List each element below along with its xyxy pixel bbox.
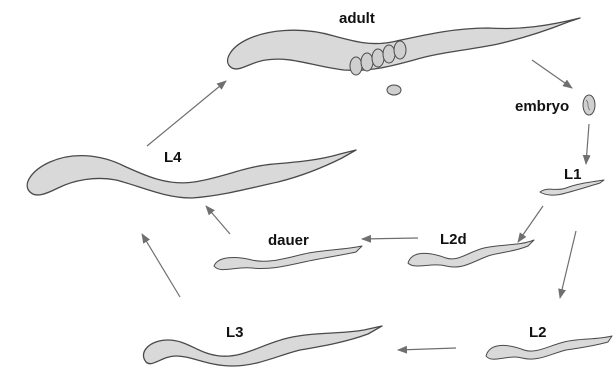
label-embryo: embryo <box>515 98 569 115</box>
l2-worm <box>486 336 612 359</box>
l3-worm <box>143 326 382 366</box>
arrow-dauer-to-l4 <box>206 206 230 234</box>
label-l3: L3 <box>226 324 244 341</box>
arrow-l1-to-l2d <box>518 206 543 242</box>
embryo-egg <box>583 95 595 115</box>
dauer-worm <box>214 246 362 270</box>
arrow-embryo-to-l1 <box>586 124 589 164</box>
released-egg <box>387 85 401 95</box>
arrow-l2d-to-dauer <box>362 238 418 239</box>
label-l2d: L2d <box>440 231 467 248</box>
arrow-adult-to-embryo <box>532 60 572 88</box>
arrow-l3-to-l4 <box>142 234 180 297</box>
label-l4: L4 <box>164 149 182 166</box>
arrow-l1-to-l2 <box>560 231 576 298</box>
arrow-l4-to-adult <box>147 81 226 146</box>
label-dauer: dauer <box>268 232 309 249</box>
label-adult: adult <box>339 10 375 27</box>
l2d-worm <box>408 240 534 267</box>
label-l2: L2 <box>529 324 547 341</box>
adult-worm <box>228 18 580 95</box>
arrow-l2-to-l3 <box>398 348 456 350</box>
label-l1: L1 <box>564 166 582 183</box>
l4-worm <box>27 150 356 198</box>
